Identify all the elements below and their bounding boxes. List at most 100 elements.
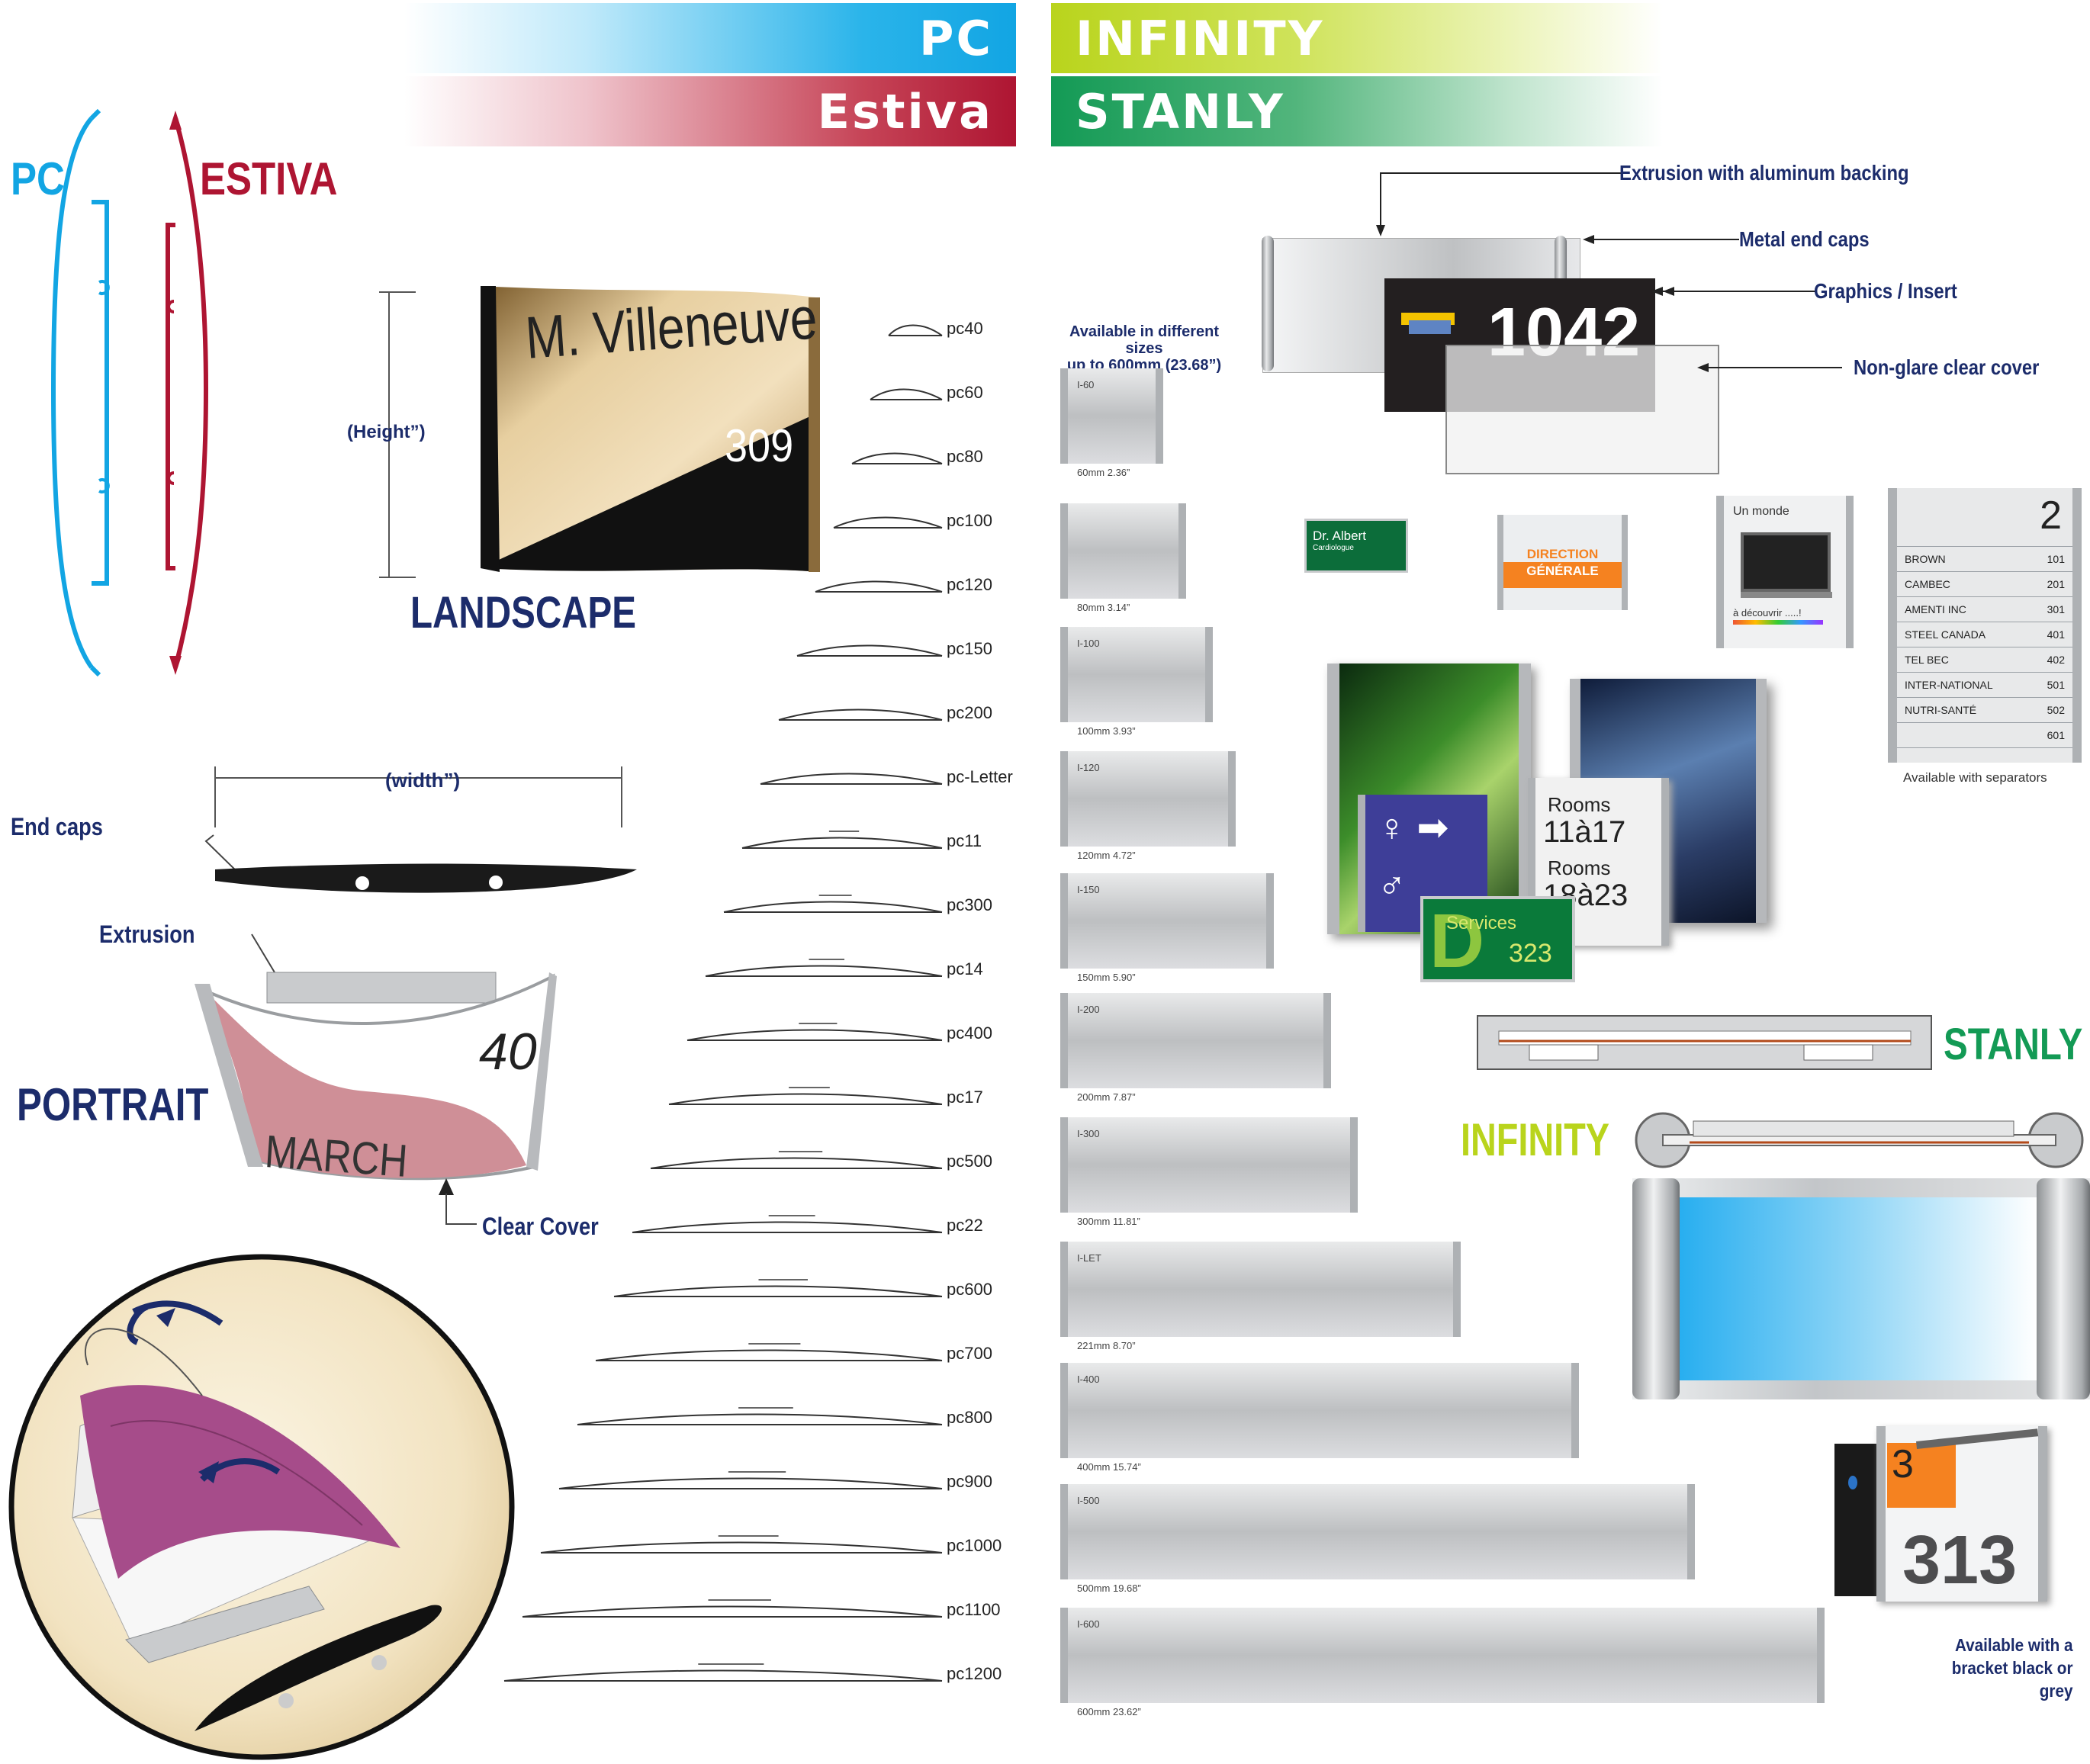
sign-services: D Services 323	[1420, 896, 1575, 982]
end-cap-left	[1262, 236, 1274, 371]
header-pc-label: PC	[919, 10, 993, 66]
bracket-number-small: 3	[1892, 1442, 1914, 1486]
profile-label: pc120	[947, 575, 992, 594]
callout-lines-right-2	[1663, 287, 1842, 372]
size-dimension: 221mm 8.70”	[1077, 1340, 1136, 1351]
profile-label: pc600	[947, 1280, 992, 1299]
directory-floor: 2	[2040, 493, 2062, 538]
clear-cover-pointer	[439, 1178, 477, 1225]
size-dimension: 600mm 23.62”	[1077, 1706, 1141, 1717]
size-dimension: 60mm 2.36”	[1077, 467, 1130, 478]
separators-note: Available with separators	[1903, 770, 2047, 785]
profile-row	[703, 956, 947, 988]
portrait-sign-image	[195, 933, 557, 1181]
direction-line2: GÉNÉRALE	[1503, 562, 1622, 588]
profile-shape	[815, 580, 943, 593]
end-caps-label: End caps	[11, 813, 103, 840]
bracket-note: Available with a bracket black or grey	[1918, 1634, 2073, 1702]
dr-name: Dr. Albert	[1313, 529, 1366, 543]
profile-label: pc900	[947, 1472, 992, 1491]
directory-number: 301	[2047, 603, 2065, 615]
size-dimension: 500mm 19.68”	[1077, 1582, 1141, 1594]
profile-label: pc80	[947, 447, 983, 466]
profile-shape	[577, 1407, 943, 1425]
landscape-label: LANDSCAPE	[410, 588, 636, 638]
directory-number: 601	[2047, 729, 2065, 741]
profile-row	[538, 1533, 947, 1564]
stanly-profile	[1477, 1015, 1932, 1070]
profile-row	[519, 1597, 947, 1628]
profile-label: pc-Letter	[947, 767, 1013, 786]
header-stanly-label: STANLY	[1076, 83, 1285, 140]
size-panel: I-100	[1060, 627, 1213, 722]
profile-label: pc500	[947, 1152, 992, 1171]
size-code: I-100	[1077, 638, 1100, 649]
profile-label: pc1200	[947, 1664, 1002, 1683]
profile-label: pc800	[947, 1408, 992, 1427]
size-panel: I-400	[1060, 1363, 1579, 1458]
size-panel: I-300	[1060, 1117, 1358, 1213]
profile-shape	[851, 452, 943, 464]
profile-row	[629, 1213, 947, 1244]
callout-cover: Non-glare clear cover	[1854, 355, 2040, 379]
size-dimension: 400mm 15.74”	[1077, 1461, 1141, 1473]
size-code: I-400	[1077, 1374, 1100, 1385]
directory-name: AMENTI INC	[1905, 603, 1966, 615]
directory-row: 601	[1897, 723, 2072, 748]
profile-shape	[650, 1151, 943, 1169]
size-panel: I-LET	[1060, 1242, 1461, 1337]
services-number: 323	[1509, 939, 1552, 968]
callout-graphics: Graphics / Insert	[1814, 279, 1957, 303]
size-code: I-500	[1077, 1495, 1100, 1506]
size-panel: I-200	[1060, 993, 1331, 1088]
header-band-estiva: Estiva	[404, 76, 1016, 146]
infinity-sign-image	[1632, 1178, 2090, 1399]
dr-title: Cardiologue	[1313, 544, 1354, 552]
profile-label: pc400	[947, 1023, 992, 1043]
profile-row	[721, 892, 947, 924]
header-estiva-label: Estiva	[817, 83, 993, 140]
sign-direction: DIRECTION GÉNÉRALE	[1497, 515, 1628, 610]
profile-estiva-label: ESTIVA	[200, 153, 338, 204]
sign-un-monde: Un monde à découvrir .....!	[1716, 496, 1854, 648]
height-dimension-line	[379, 291, 416, 578]
profile-outline-pc	[50, 108, 110, 677]
directory-number: 201	[2047, 578, 2065, 590]
profile-shape	[686, 1023, 943, 1041]
profile-row	[648, 1149, 947, 1180]
profile-shape	[778, 708, 943, 721]
directory-number: 401	[2047, 628, 2065, 641]
rooms2: Rooms	[1548, 856, 1611, 879]
profile-row	[776, 700, 947, 731]
clear-cover	[1445, 345, 1719, 474]
monde-sub: à découvrir .....!	[1733, 607, 1802, 619]
profile-shape	[503, 1663, 943, 1682]
bracket-note-line2: bracket black or grey	[1951, 1658, 2073, 1701]
bracket-sign: 3 313	[1876, 1426, 2047, 1602]
size-code: I-150	[1077, 884, 1100, 895]
size-dimension: 300mm 11.81”	[1077, 1216, 1140, 1227]
sign-dr-albert: Dr. Albert Cardiologue	[1304, 519, 1408, 573]
directory-row: AMENTI INC 301	[1897, 597, 2072, 622]
portrait-sign-text: MARCH	[263, 1125, 410, 1187]
size-code: I-LET	[1077, 1252, 1101, 1264]
bracket-note-line1: Available with a	[1954, 1635, 2073, 1655]
directory-name: BROWN	[1905, 553, 1946, 565]
header-band-infinity: INFINITY	[1051, 3, 1663, 73]
rooms1-range: 11à17	[1543, 815, 1626, 849]
profile-row	[611, 1277, 947, 1308]
size-dimension: 200mm 7.87”	[1077, 1091, 1136, 1103]
header-band-pc: PC	[404, 3, 1016, 73]
width-dimension-line	[214, 766, 622, 827]
size-dimension: 150mm 5.90”	[1077, 972, 1136, 983]
directory-number: 502	[2047, 704, 2065, 716]
size-panel: I-150	[1060, 873, 1274, 969]
monde-title: Un monde	[1733, 505, 1789, 518]
profile-row	[812, 572, 947, 603]
profile-label: pc14	[947, 959, 983, 978]
